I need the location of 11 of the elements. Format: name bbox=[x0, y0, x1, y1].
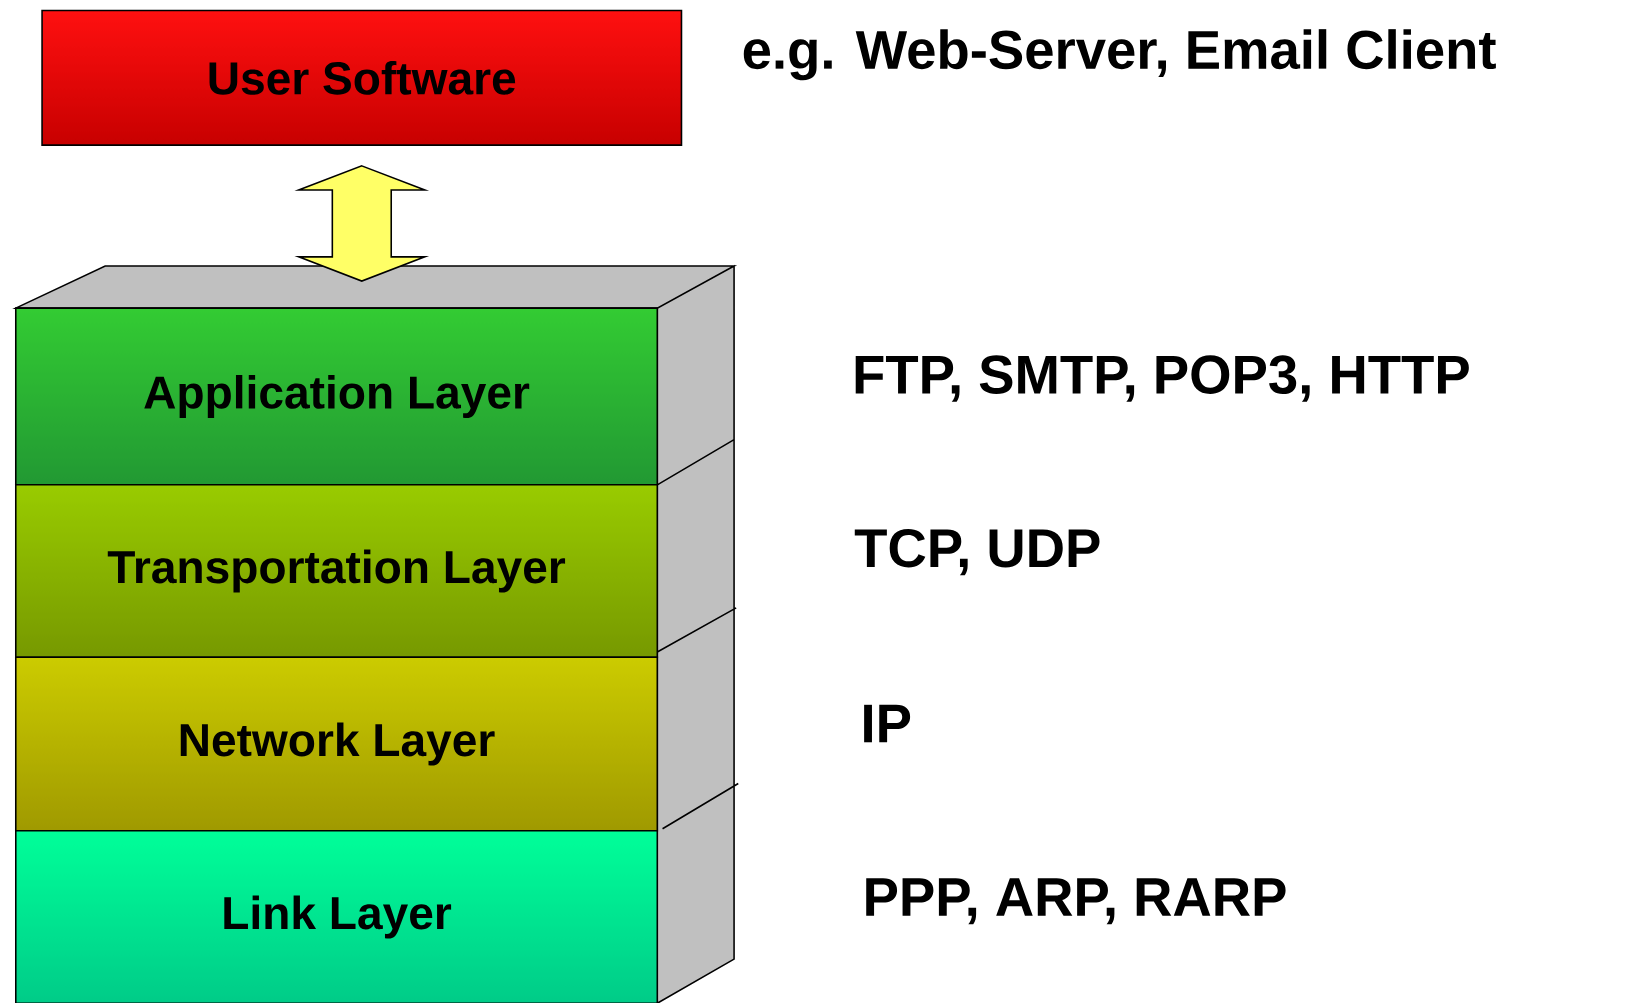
software-box: User Software bbox=[41, 9, 683, 146]
layer-box: Transportation Layer bbox=[15, 483, 659, 658]
protocol-label: IP bbox=[864, 704, 911, 743]
protocol-label: TCP, UDP bbox=[854, 528, 1100, 576]
layer-box: Application Layer bbox=[15, 307, 659, 486]
layer-box: Link Layer bbox=[15, 829, 659, 1003]
double-arrow bbox=[294, 164, 430, 282]
layer-box: Network Layer bbox=[15, 656, 659, 832]
protocol-label: FTP, SMTP, POP3, HTTP bbox=[855, 355, 1469, 402]
protocol-label: e.g. Web-Server, Email Client bbox=[743, 29, 1496, 81]
protocol-label: PPP, ARP, RARP bbox=[866, 878, 1286, 925]
